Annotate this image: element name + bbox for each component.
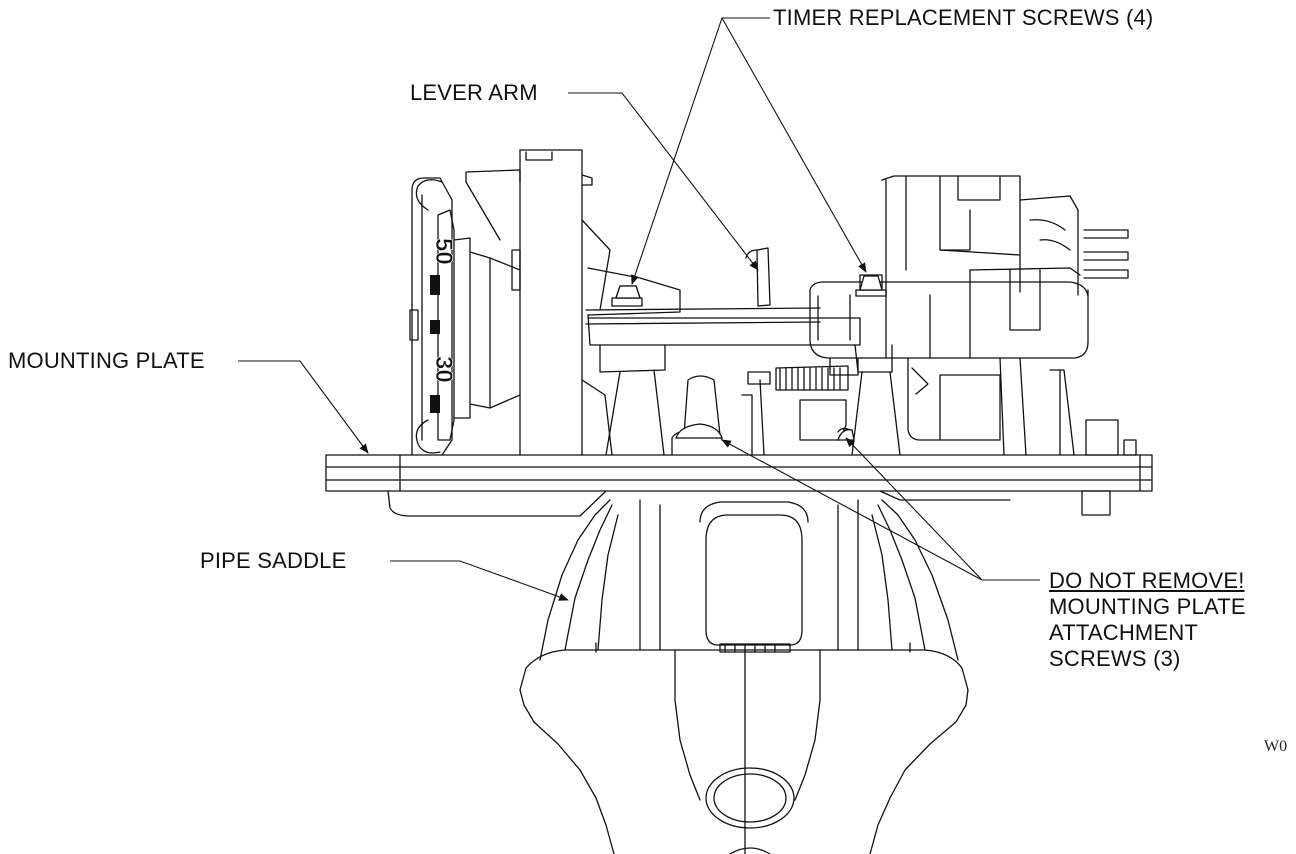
- lever-arm-label: LEVER ARM: [410, 80, 538, 105]
- dial-mark-bottom: 30: [430, 356, 457, 383]
- pipe-saddle: [519, 499, 969, 854]
- do-not-remove-warning: DO NOT REMOVE!: [1049, 568, 1245, 593]
- timer-dial: [409, 149, 613, 456]
- warning-line-3: ATTACHMENT: [1049, 620, 1199, 645]
- figure-reference: W0: [1264, 738, 1288, 755]
- mounting-plate-label: MOUNTING PLATE: [8, 348, 205, 373]
- warning-line-4: SCREWS (3): [1049, 646, 1181, 671]
- warning-line-2: MOUNTING PLATE: [1049, 594, 1246, 619]
- pipe-saddle-leader: [390, 560, 569, 601]
- timer-screws-leader-right: [721, 17, 867, 273]
- attachment-screws-warning: DO NOT REMOVE! MOUNTING PLATE ATTACHMENT…: [1049, 568, 1246, 672]
- attachment-screw-leader-left: [721, 439, 983, 581]
- timer-replacement-screws-label: TIMER REPLACEMENT SCREWS (4): [773, 5, 1154, 30]
- timer-screws-leader-left: [631, 17, 770, 285]
- lever-arm-leader: [568, 92, 759, 271]
- pipe-saddle-label: PIPE SADDLE: [200, 548, 347, 573]
- dial-mark-top: 50: [430, 238, 457, 265]
- leader-lines: [238, 17, 1040, 601]
- dial-face: 50 30: [430, 238, 457, 413]
- screw-heads: [615, 275, 883, 441]
- mounting-plate-leader: [238, 360, 369, 454]
- mounting-plate: [325, 419, 1153, 517]
- attachment-screw-leader-right: [845, 437, 983, 581]
- timer-motor: [809, 175, 1129, 456]
